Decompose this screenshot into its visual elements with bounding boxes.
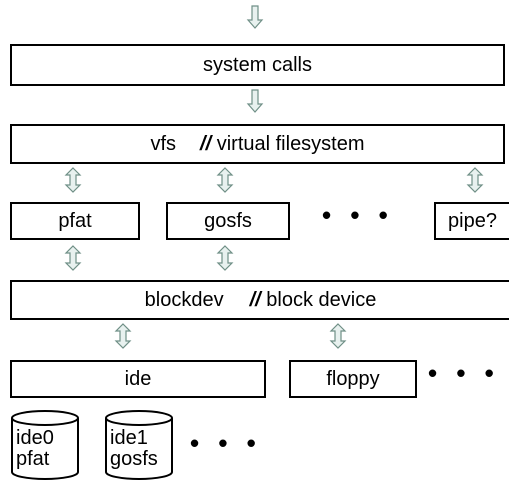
arrow-syscalls-to-vfs [247, 89, 263, 113]
blockdev-label: blockdev [144, 288, 224, 311]
fs-pipe: pipe? [434, 202, 509, 240]
disk-ide1-icon [105, 410, 173, 480]
arrow-gosfs-blockdev [217, 245, 233, 271]
fs-ellipsis: • • • [322, 200, 394, 230]
arrow-vfs-pipe [467, 167, 483, 193]
disk-ide0-icon [11, 410, 79, 480]
blockdev-layer: blockdev // block device [10, 280, 509, 320]
system-calls-layer: system calls [10, 44, 505, 86]
disk-ide0-label: ide0 pfat [16, 427, 54, 470]
arrow-blockdev-ide [115, 323, 131, 349]
vfs-comment: // virtual filesystem [200, 132, 365, 155]
arrow-vfs-gosfs [217, 167, 233, 193]
arrow-pfat-blockdev [65, 245, 81, 271]
disk-ide1-label: ide1 gosfs [110, 427, 158, 470]
fs-gosfs: gosfs [166, 202, 290, 240]
vfs-layer: vfs // virtual filesystem [10, 124, 505, 164]
blockdev-comment: // block device [249, 288, 377, 311]
device-ide: ide [10, 360, 266, 398]
system-calls-label: system calls [203, 53, 312, 76]
device-ellipsis: • • • [428, 358, 500, 388]
fs-pfat: pfat [10, 202, 140, 240]
vfs-label: vfs [150, 132, 177, 155]
disk-ellipsis: • • • [190, 428, 262, 458]
device-floppy: floppy [289, 360, 417, 398]
arrow-vfs-pfat [65, 167, 81, 193]
arrow-into-system-calls [247, 5, 263, 29]
arrow-blockdev-floppy [330, 323, 346, 349]
